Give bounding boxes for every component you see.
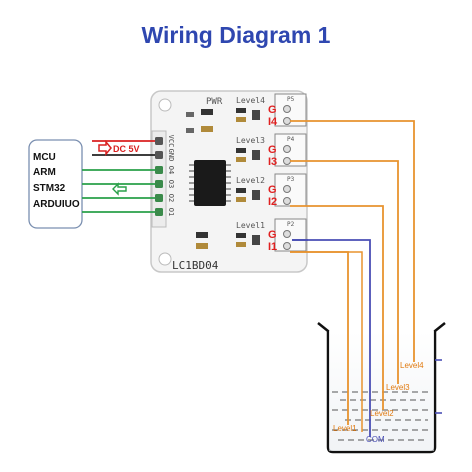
board-model-label: LC1BD04 (172, 259, 219, 272)
ground-terminal-label: G (268, 184, 277, 196)
port-label: P2 (287, 221, 295, 228)
signal-wire-level1-probe (290, 251, 363, 432)
diagram-title: Wiring Diagram 1 (141, 22, 331, 48)
screw-terminal (283, 230, 291, 238)
ground-terminal-label: G (268, 104, 277, 116)
data-wires (82, 169, 155, 213)
mcu-label-line: STM32 (33, 183, 66, 194)
signal-wire-level3 (290, 160, 399, 384)
header-pin-label: O3 (167, 180, 175, 188)
channel-level-label: Level4 (236, 96, 265, 105)
header-pin-label: VCC (167, 135, 175, 148)
smd-component (236, 197, 246, 202)
smd-component (236, 148, 246, 153)
probe-label-level2: Level2 (370, 409, 394, 418)
probe-label-level4: Level4 (400, 361, 424, 370)
power-arrow-icon (98, 139, 112, 157)
ground-terminal-label: G (268, 229, 277, 241)
probe-label-level3: Level3 (386, 383, 410, 392)
mounting-hole (158, 252, 172, 266)
port-label: P4 (287, 136, 295, 143)
port-label: P5 (287, 96, 295, 103)
mcu-label-line: ARDUIUO (33, 199, 80, 210)
smd-component (196, 243, 208, 249)
screw-terminal (283, 157, 291, 165)
header-pin (155, 208, 163, 216)
header-pin-label: GND (167, 149, 175, 162)
smd-component (186, 112, 194, 117)
screw-terminal (283, 242, 291, 250)
smd-component (252, 150, 260, 160)
smd-component (252, 235, 260, 245)
channel-level-label: Level3 (236, 136, 265, 145)
screw-terminal (283, 117, 291, 125)
header-pin (155, 166, 163, 174)
smd-component (236, 242, 246, 247)
header-pin-label: O4 (167, 166, 175, 174)
mcu-label-line: MCU (33, 152, 56, 163)
header-pin (155, 137, 163, 145)
signal-wires (290, 120, 415, 432)
ground-terminal-label: G (268, 144, 277, 156)
smd-component (186, 128, 194, 133)
signal-terminal-label: I2 (268, 196, 277, 208)
mcu-box: MCU ARM STM32 ARDUIUO (28, 139, 83, 229)
com-probe-label: COM (366, 435, 385, 444)
data-direction-arrow-icon (112, 182, 127, 196)
screw-terminal (283, 145, 291, 153)
channel-level-label: Level1 (236, 221, 265, 230)
header-pin (155, 151, 163, 159)
com-wire (292, 239, 371, 437)
smd-component (252, 110, 260, 120)
smd-component (196, 232, 208, 238)
mounting-hole (158, 98, 172, 112)
smd-component (236, 188, 246, 193)
smd-component (236, 108, 246, 113)
pwr-led (201, 109, 213, 115)
screw-terminal (283, 197, 291, 205)
port-label: P3 (287, 176, 295, 183)
power-wires: DC 5V (92, 139, 155, 157)
signal-terminal-label: I4 (268, 116, 278, 128)
header-pin-label: O1 (167, 208, 175, 216)
screw-terminal (283, 185, 291, 193)
smd-component (236, 233, 246, 238)
smd-component (236, 157, 246, 162)
signal-terminal-label: I1 (268, 241, 277, 253)
mcu-label-line: ARM (33, 167, 56, 178)
signal-wire-level4 (290, 120, 415, 362)
power-label: DC 5V (113, 144, 140, 154)
screw-terminal (283, 105, 291, 113)
smd-component (236, 117, 246, 122)
water-tank (317, 322, 446, 454)
probe-label-level1: Level1 (333, 424, 357, 433)
signal-wire-level2 (290, 205, 384, 410)
smd-component (201, 126, 213, 132)
header-pin-label: O2 (167, 194, 175, 202)
signal-terminal-label: I3 (268, 156, 277, 168)
header-pin (155, 180, 163, 188)
header-pin (155, 194, 163, 202)
ic-chip (189, 160, 231, 206)
smd-component (252, 190, 260, 200)
channel-level-label: Level2 (236, 176, 265, 185)
pwr-label: PWR (206, 97, 223, 107)
